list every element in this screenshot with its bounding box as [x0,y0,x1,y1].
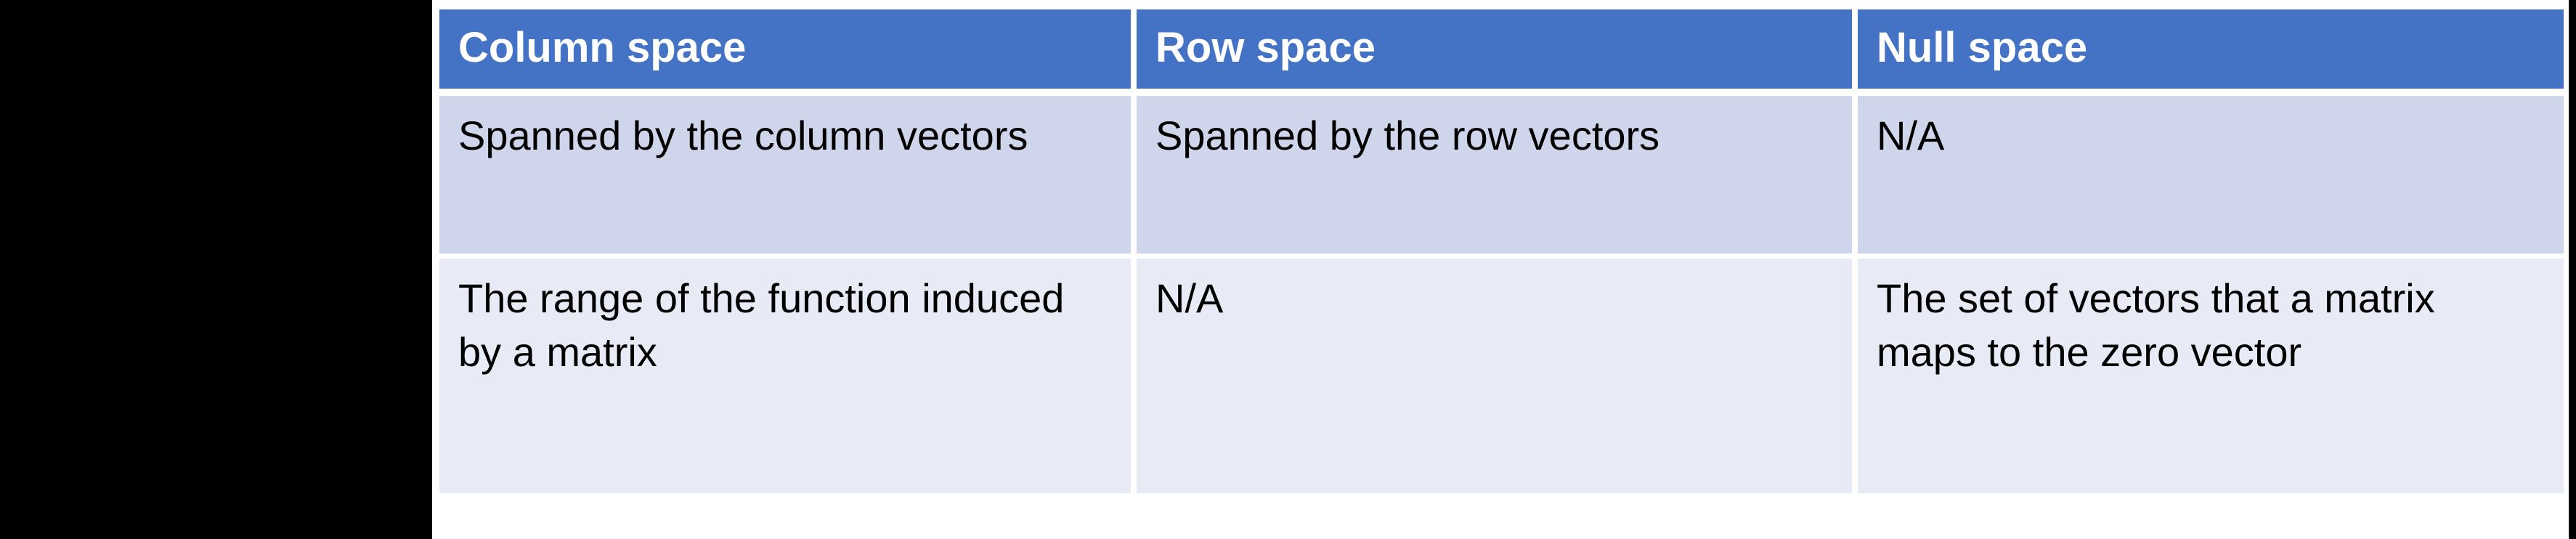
column-header-row-space: Row space [1137,9,1858,96]
table-cell-row-space-interpretation: N/A [1137,258,1858,493]
table-header-row: Column space Row space Null space [439,9,2564,96]
column-header-column-space: Column space [439,9,1137,96]
column-header-label: Column space [458,24,747,71]
column-header-label: Row space [1155,24,1376,71]
cell-text: The range of the function induced by a m… [458,275,1065,375]
table-row: The range of the function induced by a m… [439,258,2564,493]
cell-text: N/A [1877,112,1945,158]
table-cell-row-space-spanning: Spanned by the row vectors [1137,95,1858,259]
cell-text: Spanned by the row vectors [1155,112,1660,158]
column-header-label: Null space [1877,24,2088,71]
table-cell-null-space-spanning: N/A [1858,95,2564,259]
table-cell-column-space-interpretation: The range of the function induced by a m… [439,258,1137,493]
cell-text: Spanned by the column vectors [458,112,1028,158]
cell-text: N/A [1155,275,1224,321]
table-row: Spanned by the column vectors Spanned by… [439,95,2564,259]
vector-spaces-comparison-table: Column space Row space Null space Spanne… [439,9,2564,493]
table-cell-null-space-interpretation: The set of vectors that a matrix maps to… [1858,258,2564,493]
table-cell-column-space-spanning: Spanned by the column vectors [439,95,1137,259]
cell-text: The set of vectors that a matrix maps to… [1877,275,2435,375]
column-header-null-space: Null space [1858,9,2564,96]
